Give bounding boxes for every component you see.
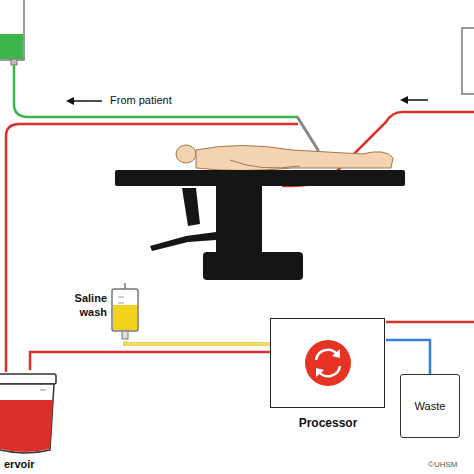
- processor-box: Processor: [270, 318, 386, 440]
- copyright-note: ©UHSM: [428, 460, 457, 469]
- direction-arrow: [66, 97, 102, 105]
- node-label: Waste: [415, 400, 446, 412]
- anticoagulant-bag: [0, 0, 24, 65]
- jar-icon: [0, 370, 66, 456]
- anticoagulant-line: [14, 65, 298, 117]
- direction-arrow: [400, 96, 428, 104]
- return-line: [386, 321, 474, 324]
- reservoir-jar: ervoir: [0, 370, 66, 474]
- flow-label: From patient: [110, 94, 172, 106]
- tubing-line: [386, 340, 430, 374]
- processor-icon: [303, 338, 353, 388]
- node-label: Saline wash: [55, 291, 107, 319]
- return-bag: [462, 28, 474, 94]
- patient: [176, 145, 393, 171]
- node-label: ervoir: [4, 458, 35, 470]
- bag-icon: [110, 283, 140, 341]
- node-label: Processor: [270, 416, 386, 430]
- processor-housing: [270, 318, 385, 408]
- tubing-line: [30, 352, 270, 370]
- suction-wand: [298, 118, 318, 150]
- tubing-line: [125, 341, 270, 344]
- saline-bag: Saline wash: [55, 283, 145, 341]
- waste-container: Waste: [400, 374, 460, 438]
- operating-table: [115, 170, 405, 280]
